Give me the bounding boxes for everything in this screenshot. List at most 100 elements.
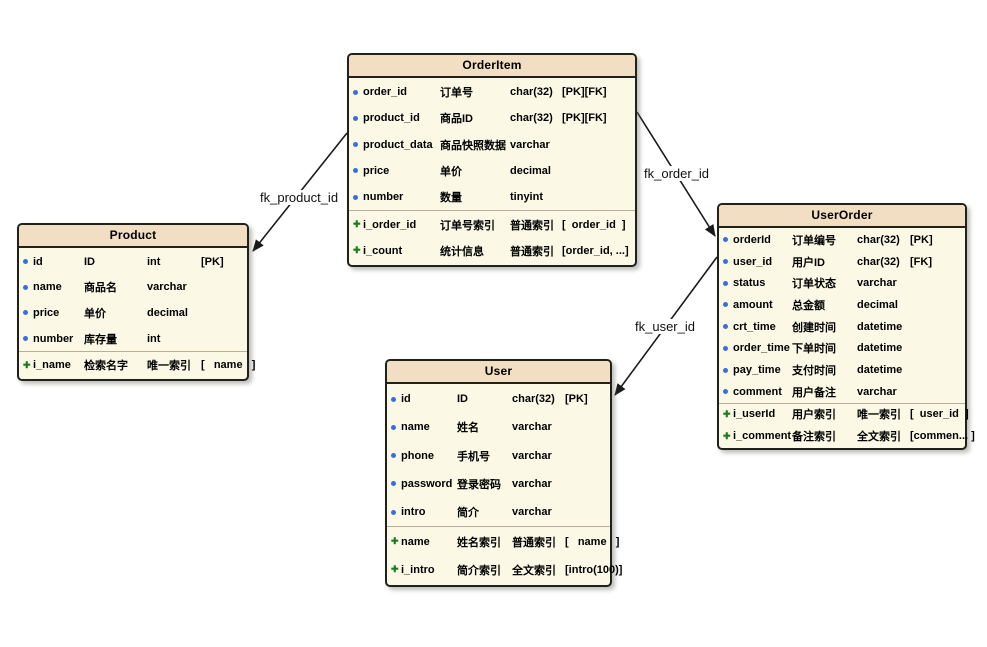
- index-icon: ✚: [723, 430, 731, 441]
- column-icon: [723, 237, 728, 243]
- field-type: varchar: [512, 421, 552, 434]
- field-extra: [PK]: [201, 255, 224, 268]
- column-icon: [723, 345, 728, 351]
- field-type: 普通索引: [510, 245, 554, 258]
- table-title: OrderItem: [349, 55, 635, 78]
- fk-label-fk_order_id: fk_order_id: [642, 166, 712, 181]
- icon-cell: [353, 194, 363, 200]
- field-type: varchar: [147, 281, 187, 294]
- column-icon: [23, 336, 28, 342]
- icon-cell: ✚: [353, 219, 363, 230]
- field-label: 订单状态: [792, 278, 836, 291]
- icon-cell: ✚: [391, 565, 401, 574]
- column-icon: [723, 389, 728, 395]
- index-icon: ✚: [353, 219, 361, 230]
- field-name: id: [33, 255, 43, 268]
- field-name: order_time: [733, 342, 790, 355]
- field-label: 手机号: [457, 450, 490, 463]
- field-name: orderId: [733, 233, 771, 246]
- field-name: i_comment: [733, 430, 792, 443]
- icon-cell: [391, 481, 401, 487]
- column-icon: [391, 453, 396, 459]
- field-name: order_id: [363, 86, 408, 99]
- field-label: 简介: [457, 507, 479, 520]
- index-row: ✚i_intro 简介索引全文索引 [intro(100)]: [387, 556, 622, 584]
- field-label: 库存量: [84, 333, 117, 346]
- field-label: 姓名索引: [457, 536, 501, 549]
- field-label: 总金额: [792, 299, 825, 312]
- column-row: status 订单状态 varchar: [719, 272, 965, 294]
- field-extra: [PK]: [910, 233, 933, 246]
- field-name: comment: [733, 385, 782, 398]
- index-icon: ✚: [391, 536, 399, 547]
- field-extra: [intro(100)]: [565, 563, 623, 576]
- field-type: 唯一索引: [147, 360, 191, 373]
- column-icon: [391, 396, 396, 402]
- field-name: i_intro: [401, 563, 435, 576]
- field-extra: [ name ]: [201, 359, 256, 372]
- column-icon: [353, 142, 358, 148]
- field-type: decimal: [857, 298, 898, 311]
- icon-cell: [23, 310, 33, 316]
- field-extra: [ user_id ]: [910, 408, 969, 421]
- field-label: 用户索引: [792, 409, 836, 422]
- field-type: 全文索引: [512, 564, 556, 577]
- field-extra: [ name ]: [565, 535, 620, 548]
- field-label: 订单号索引: [440, 219, 495, 232]
- fk-label-fk_product_id: fk_product_id: [258, 190, 341, 205]
- field-name: price: [33, 306, 60, 319]
- icon-cell: [23, 336, 33, 342]
- field-name: crt_time: [733, 320, 776, 333]
- column-icon: [391, 481, 396, 487]
- field-name: password: [401, 477, 453, 490]
- icon-cell: [353, 142, 363, 148]
- icon-cell: [723, 324, 733, 330]
- column-icon: [391, 509, 396, 515]
- icon-cell: [723, 302, 733, 308]
- field-name: amount: [733, 298, 773, 311]
- field-extra: [order_id, ...]: [562, 244, 629, 257]
- field-name: name: [33, 281, 62, 294]
- icon-cell: [723, 237, 733, 243]
- field-extra: [PK][FK]: [562, 86, 607, 99]
- field-name: pay_time: [733, 364, 781, 377]
- table-title: Product: [19, 225, 247, 248]
- field-name: product_id: [363, 112, 420, 125]
- column-icon: [723, 280, 728, 286]
- index-divider: [719, 402, 965, 404]
- icon-cell: [723, 367, 733, 373]
- field-type: int: [147, 332, 161, 345]
- column-icon: [23, 259, 28, 265]
- field-label: 用户ID: [792, 256, 825, 269]
- icon-cell: [391, 509, 401, 515]
- icon-cell: [723, 280, 733, 286]
- icon-cell: [353, 168, 363, 174]
- field-name: i_order_id: [363, 218, 417, 231]
- field-type: varchar: [857, 277, 897, 290]
- field-name: id: [401, 393, 411, 406]
- icon-cell: [23, 284, 33, 290]
- field-label: 简介索引: [457, 564, 501, 577]
- field-type: varchar: [857, 385, 897, 398]
- field-extra: [PK][FK]: [562, 112, 607, 125]
- field-name: status: [733, 277, 766, 290]
